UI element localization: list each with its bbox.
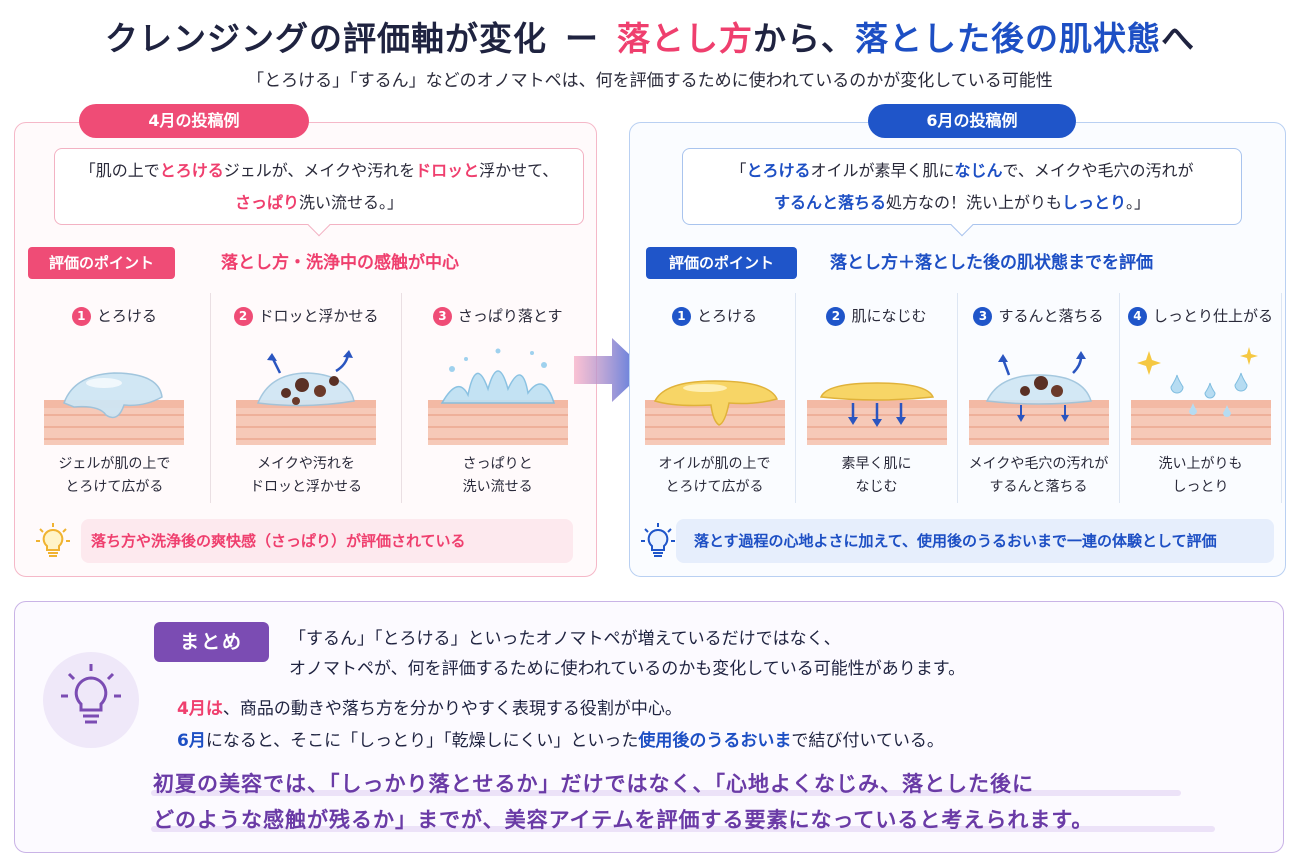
step-number-badge: 3: [973, 307, 993, 326]
step-number-badge: 3: [432, 307, 452, 326]
pore-cleansing-icon: [968, 351, 1109, 445]
gel-melting-icon: [44, 372, 185, 445]
summary-line-1: 「するん」「とろける」といったオノマトペが増えているだけではなく、: [289, 629, 841, 649]
april-point-text: 落とし方・洗浄中の感触が中心: [221, 253, 459, 273]
page-subtitle: 「とろける」「するん」などのオノマトペは、何を評価するために使われているのかが変…: [247, 71, 1053, 91]
summary-line-4: 6月になると、そこに「しっとり」「乾燥しにくい」といった使用後のうるおいまで結び…: [177, 731, 944, 751]
summary-line-2: オノマトペが、何を評価するために使われているのかも変化している可能性があります。: [289, 659, 966, 679]
step-number-badge: 1: [671, 307, 691, 326]
dirt-lifting-icon: [236, 350, 376, 445]
june-point-text: 落とし方＋落とした後の肌状態までを評価: [830, 253, 1153, 273]
moist-skin-icon: [1130, 347, 1271, 445]
lightbulb-icon: [61, 664, 121, 724]
page-title: クレンジングの評価軸が変化ー落とし方から、落とした後の肌状態へ: [105, 19, 1195, 58]
april-point-badge: 評価のポイント: [28, 247, 175, 279]
conclusion-line-1: 初夏の美容では、「しっかり落とせるか」だけではなく、「心地よくなじみ、落とした後…: [153, 772, 1034, 796]
june-panel: 6月の投稿例 「とろけるオイルが素早く肌になじんで、メイクや毛穴の汚れが するん…: [629, 104, 1286, 577]
summary-panel: まとめ 「するん」「とろける」といったオノマトペが増えているだけではなく、 オノ…: [14, 601, 1284, 853]
summary-badge: まとめ: [154, 622, 269, 662]
june-tab: 6月の投稿例: [868, 104, 1076, 138]
summary-bulb-bg: [43, 652, 139, 748]
summary-line-3: 4月は、商品の動きや落ち方を分かりやすく表現する役割が中心。: [177, 699, 682, 719]
step-number-badge: 4: [1127, 307, 1147, 326]
arrow-right-icon: [574, 338, 646, 402]
april-panel: 4月の投稿例 「肌の上でとろけるジェルが、メイクや汚れをドロッと浮かせて、 さっ…: [14, 104, 597, 577]
june-note: 落とす過程の心地よさに加えて、使用後のうるおいまで一連の体験として評価: [676, 519, 1274, 563]
lightbulb-icon: [641, 523, 675, 557]
june-point-badge: 評価のポイント: [646, 247, 797, 279]
water-splash-icon: [427, 348, 568, 445]
lightbulb-icon: [36, 523, 70, 557]
oil-absorbing-icon: [806, 382, 947, 445]
conclusion-line-2: どのような感触が残るか」までが、美容アイテムを評価する要素になっていると考えられ…: [153, 808, 1094, 832]
oil-melting-icon: [644, 380, 785, 445]
april-tab: 4月の投稿例: [79, 104, 309, 138]
april-quote: 「肌の上でとろけるジェルが、メイクや汚れをドロッと浮かせて、 さっぱり洗い流せる…: [54, 148, 584, 237]
june-quote: 「とろけるオイルが素早く肌になじんで、メイクや毛穴の汚れが するんと落ちる処方な…: [682, 148, 1242, 237]
step-number-badge: 1: [71, 307, 91, 326]
april-note: 落ち方や洗浄後の爽快感（さっぱり）が評価されている: [81, 519, 573, 563]
step-number-badge: 2: [233, 307, 253, 326]
step-number-badge: 2: [826, 307, 846, 326]
